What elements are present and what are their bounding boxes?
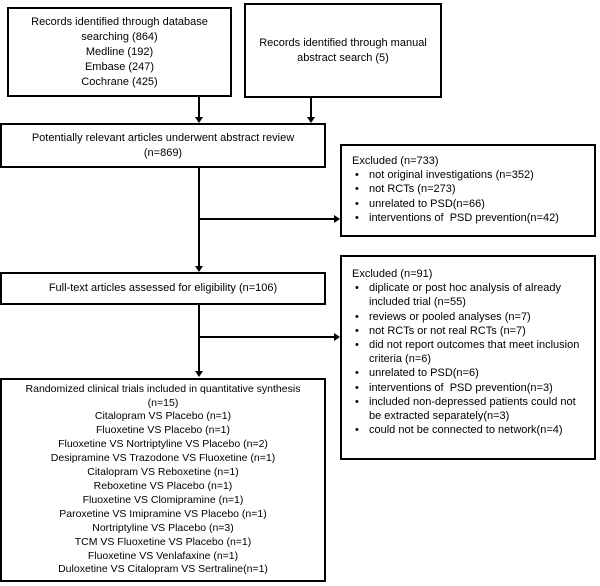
arrow-fulltext-to-included-head bbox=[194, 371, 203, 377]
arrow-database-to-review-head bbox=[194, 117, 203, 123]
excluded-item: diplicate or post hoc analysis of alread… bbox=[352, 281, 590, 309]
excluded-item: unrelated to PSD(n=6) bbox=[352, 366, 590, 380]
arrow-fulltext-to-excluded-line bbox=[199, 336, 334, 338]
excluded-item: unrelated to PSD(n=66) bbox=[352, 197, 590, 211]
excluded-item: could not be connected to network(n=4) bbox=[352, 423, 590, 437]
flow-box-fulltext-eligibility: Full-text articles assessed for eligibil… bbox=[0, 272, 326, 305]
box-text-line: searching (864) bbox=[81, 30, 158, 43]
excluded-abstract-title: Excluded (n=733) bbox=[352, 155, 439, 167]
excluded-item-text: included non-depressed patients could no… bbox=[369, 395, 579, 423]
trial-line: Citalopram VS Reboxetine (n=1) bbox=[87, 466, 239, 479]
excluded-item: interventions of PSD prevention(n=3) bbox=[352, 381, 590, 395]
box-text-line: (n=869) bbox=[143, 146, 183, 159]
trial-line: Desipramine VS Trazodone VS Fluoxetine (… bbox=[50, 452, 276, 465]
trial-line: Paroxetine VS Imipramine VS Placebo (n=1… bbox=[59, 507, 267, 520]
excluded-item-text: not RCTs or not real RCTs (n=7) bbox=[369, 324, 526, 337]
arrow-review-to-excluded-head bbox=[334, 214, 340, 223]
box-text-line: abstract search (5) bbox=[297, 51, 389, 64]
excluded-item: included non-depressed patients could no… bbox=[352, 395, 590, 423]
arrow-fulltext-to-included-line bbox=[198, 305, 200, 371]
fulltext-text: Full-text articles assessed for eligibil… bbox=[48, 282, 278, 294]
flow-box-manual-records: Records identified through manual abstrac… bbox=[244, 3, 442, 98]
excluded-item: not RCTs (n=273) bbox=[352, 182, 590, 196]
excluded-item: reviews or pooled analyses (n=7) bbox=[352, 310, 590, 324]
box-text-line: Records identified through manual bbox=[259, 36, 427, 49]
trial-line: Fluoxetine VS Venlafaxine (n=1) bbox=[87, 549, 239, 562]
excluded-item-text: not RCTs (n=273) bbox=[369, 183, 456, 196]
excluded-item-text: interventions of PSD prevention(n=42) bbox=[369, 211, 559, 224]
excluded-item: interventions of PSD prevention(n=42) bbox=[352, 211, 590, 225]
excluded-item-text: diplicate or post hoc analysis of alread… bbox=[369, 282, 565, 309]
excluded-item: not RCTs or not real RCTs (n=7) bbox=[352, 324, 590, 338]
arrow-database-to-review-line bbox=[198, 97, 200, 117]
excluded-item-text: not original investigations (n=352) bbox=[369, 169, 534, 182]
flow-box-database-records: Records identified through database searc… bbox=[7, 7, 232, 97]
excluded-item-text: could not be connected to network(n=4) bbox=[369, 424, 563, 437]
arrow-manual-to-review-line bbox=[310, 98, 312, 117]
trial-line: TCM VS Fluoxetine VS Placebo (n=1) bbox=[74, 535, 252, 548]
trial-line: Fluoxetine VS Clomipramine (n=1) bbox=[82, 493, 244, 506]
arrow-review-to-excluded-line bbox=[199, 218, 334, 220]
box-text-line: Medline (192) bbox=[85, 45, 154, 58]
flow-box-included-trials: Randomized clinical trials included in q… bbox=[0, 378, 326, 582]
trial-line: Fluoxetine VS Placebo (n=1) bbox=[96, 424, 230, 437]
trial-line: Fluoxetine VS Nortriptyline VS Placebo (… bbox=[58, 438, 268, 451]
arrow-review-to-fulltext-line bbox=[198, 168, 200, 266]
box-text-line: Records identified through database bbox=[31, 15, 208, 28]
excluded-abstract-list: not original investigations (n=352) not … bbox=[352, 168, 590, 225]
included-trial-list: Citalopram VS Placebo (n=1)Fluoxetine VS… bbox=[2, 410, 324, 577]
trial-line: Nortriptyline VS Placebo (n=3) bbox=[92, 521, 234, 534]
trial-line: Citalopram VS Placebo (n=1) bbox=[94, 410, 232, 423]
excluded-fulltext-list: diplicate or post hoc analysis of alread… bbox=[352, 281, 590, 437]
box-text-line: Potentially relevant articles underwent … bbox=[31, 131, 295, 144]
flow-box-excluded-fulltext: Excluded (n=91) diplicate or post hoc an… bbox=[340, 255, 596, 460]
flow-box-excluded-abstract: Excluded (n=733) not original investigat… bbox=[340, 144, 596, 237]
arrow-fulltext-to-excluded-head bbox=[334, 332, 340, 341]
box-text-line: Embase (247) bbox=[84, 60, 155, 73]
excluded-item-text: reviews or pooled analyses (n=7) bbox=[369, 310, 531, 323]
included-count: (n=15) bbox=[147, 396, 179, 409]
excluded-item-text: unrelated to PSD(n=6) bbox=[369, 367, 479, 380]
trial-line: Duloxetine VS Citalopram VS Sertraline(n… bbox=[58, 563, 268, 576]
excluded-item: did not report outcomes that meet inclus… bbox=[352, 338, 590, 366]
included-title: Randomized clinical trials included in q… bbox=[25, 382, 301, 395]
excluded-item-text: interventions of PSD prevention(n=3) bbox=[369, 381, 553, 394]
trial-line: Reboxetine VS Placebo (n=1) bbox=[93, 480, 233, 492]
excluded-fulltext-title: Excluded (n=91) bbox=[352, 268, 433, 280]
arrow-review-to-fulltext-head bbox=[194, 266, 203, 272]
arrow-manual-to-review-head bbox=[306, 117, 315, 123]
excluded-item-text: unrelated to PSD(n=66) bbox=[369, 197, 485, 210]
excluded-item-text: did not report outcomes that meet inclus… bbox=[369, 339, 583, 366]
box-text-line: Cochrane (425) bbox=[81, 75, 158, 88]
flow-box-abstract-review: Potentially relevant articles underwent … bbox=[0, 123, 326, 168]
excluded-item: not original investigations (n=352) bbox=[352, 168, 590, 182]
